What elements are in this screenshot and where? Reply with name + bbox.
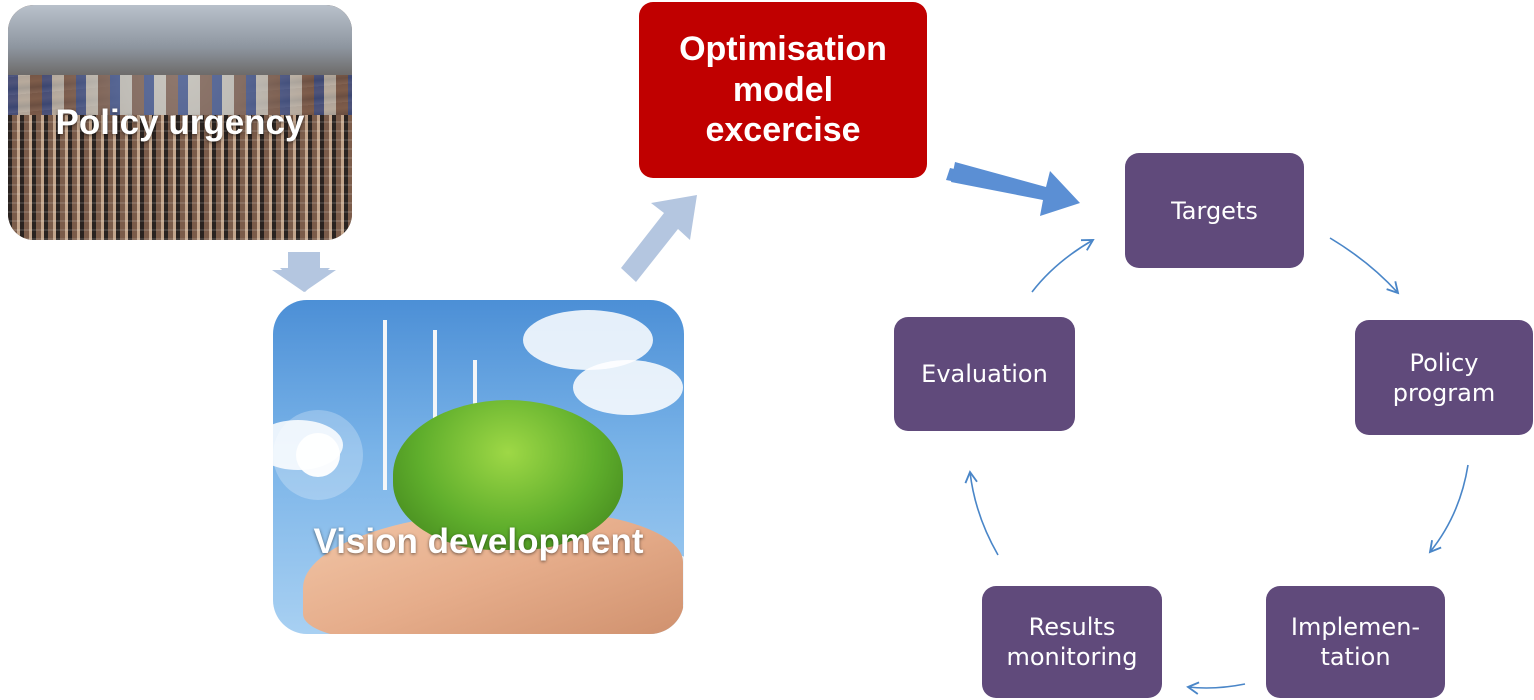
green-globe-icon — [393, 400, 623, 550]
cycle-step-policy-program: Policy program — [1355, 320, 1533, 435]
parliament-ceiling — [8, 5, 352, 75]
cycle-step-implementation: Implemen- tation — [1266, 586, 1445, 698]
cycle-step-label: Targets — [1171, 196, 1258, 225]
cycle-arrow-icon — [1428, 464, 1469, 554]
wind-turbine-icon — [433, 330, 437, 450]
cycle-step-results-monitoring: Results monitoring — [982, 586, 1162, 698]
parliament-flags — [8, 75, 352, 115]
flow-arrow-up-icon — [621, 195, 697, 282]
cycle-step-label: Evaluation — [921, 360, 1048, 388]
cycle-arrow-icon — [1329, 237, 1400, 295]
cycle-step-label: Policy program — [1392, 348, 1496, 407]
policy-urgency-panel: Policy urgency — [8, 5, 352, 240]
vision-development-panel: Vision development — [273, 300, 684, 634]
cycle-arrow-icon — [964, 470, 999, 556]
parliament-seats — [8, 115, 352, 240]
cycle-step-targets: Targets — [1125, 153, 1304, 268]
flow-arrow-right-icon — [951, 162, 1080, 216]
optimisation-model-box: Optimisation model excercise — [639, 2, 927, 178]
cloud-shape — [573, 360, 683, 415]
cycle-step-label: Results monitoring — [1006, 613, 1138, 671]
optimisation-model-label: Optimisation model excercise — [679, 29, 887, 150]
cycle-step-evaluation: Evaluation — [894, 317, 1075, 431]
wind-turbine-icon — [383, 320, 387, 490]
sun-icon — [273, 410, 363, 500]
cycle-arrow-icon — [1186, 681, 1246, 695]
cycle-step-label: Implemen- tation — [1290, 613, 1421, 671]
policy-urgency-label: Policy urgency — [55, 102, 305, 142]
flow-arrow-down-icon — [272, 252, 336, 292]
vision-development-label: Vision development — [313, 522, 644, 561]
cycle-arrow-icon — [1031, 239, 1095, 293]
